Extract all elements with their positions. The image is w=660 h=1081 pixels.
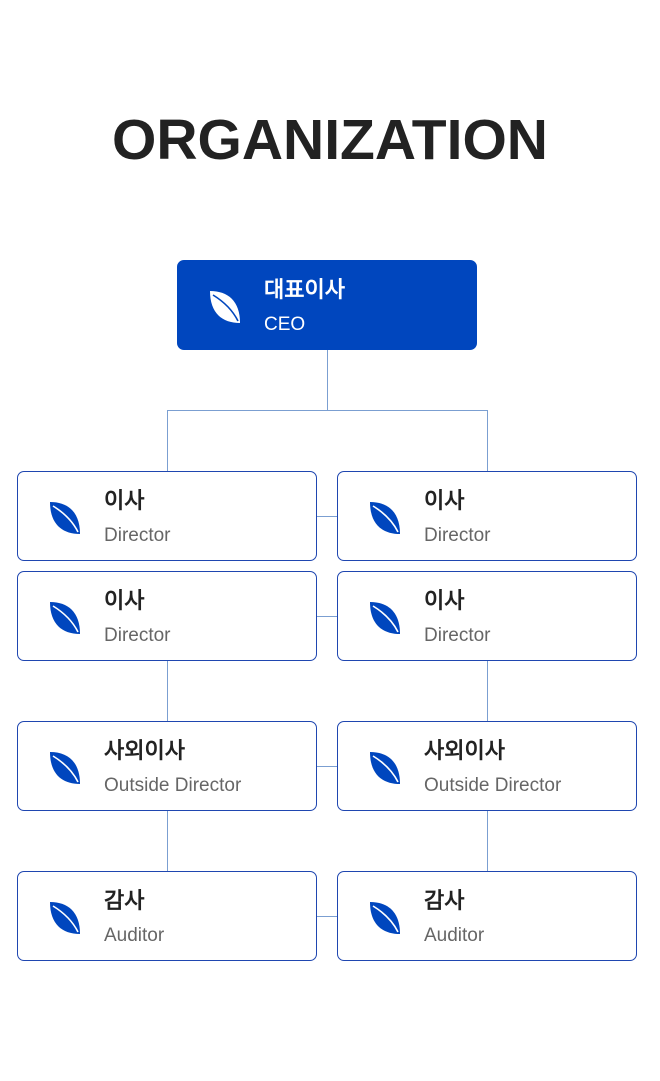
org-card-director: 이사 Director xyxy=(17,571,317,661)
connector-right-row2-row3 xyxy=(487,661,488,721)
connector-left-row3-row4 xyxy=(167,811,168,871)
org-card-director: 이사 Director xyxy=(337,471,637,561)
connector-right-row3-row4 xyxy=(487,811,488,871)
card-name: 사외이사 xyxy=(424,739,505,764)
leaf-icon xyxy=(366,898,402,936)
leaf-icon xyxy=(46,498,82,536)
card-role: Outside Director xyxy=(104,775,242,796)
connector-left-down xyxy=(167,410,168,471)
card-name: 이사 xyxy=(424,489,465,514)
org-card-outside-director: 사외이사 Outside Director xyxy=(337,721,637,811)
card-name: 감사 xyxy=(104,889,145,914)
leaf-icon xyxy=(46,598,82,636)
connector-row2-between xyxy=(317,616,337,617)
leaf-icon xyxy=(46,898,82,936)
org-card-director: 이사 Director xyxy=(17,471,317,561)
connector-row1-between xyxy=(317,516,337,517)
org-card-director: 이사 Director xyxy=(337,571,637,661)
card-name: 사외이사 xyxy=(104,739,185,764)
leaf-icon xyxy=(46,748,82,786)
connector-left-row2-row3 xyxy=(167,661,168,721)
card-role: CEO xyxy=(264,314,306,335)
card-name: 대표이사 xyxy=(264,278,345,303)
card-role: Director xyxy=(424,625,491,646)
leaf-icon xyxy=(366,498,402,536)
leaf-icon xyxy=(366,598,402,636)
card-role: Director xyxy=(104,625,171,646)
card-name: 이사 xyxy=(104,489,145,514)
connector-row3-between xyxy=(317,766,337,767)
org-card-outside-director: 사외이사 Outside Director xyxy=(17,721,317,811)
org-card-auditor: 감사 Auditor xyxy=(337,871,637,961)
card-name: 이사 xyxy=(424,589,465,614)
leaf-icon xyxy=(206,287,242,325)
connector-right-down xyxy=(487,410,488,471)
connector-ceo-down xyxy=(327,350,328,410)
card-role: Outside Director xyxy=(424,775,562,796)
page-title: ORGANIZATION xyxy=(112,108,548,172)
card-role: Auditor xyxy=(424,925,485,946)
card-name: 감사 xyxy=(424,889,465,914)
leaf-icon xyxy=(366,748,402,786)
card-role: Director xyxy=(424,525,491,546)
card-role: Auditor xyxy=(104,925,165,946)
connector-horizontal-split xyxy=(167,410,488,411)
card-name: 이사 xyxy=(104,589,145,614)
org-card-ceo: 대표이사 CEO xyxy=(177,260,477,350)
org-card-auditor: 감사 Auditor xyxy=(17,871,317,961)
card-role: Director xyxy=(104,525,171,546)
connector-row4-between xyxy=(317,916,337,917)
